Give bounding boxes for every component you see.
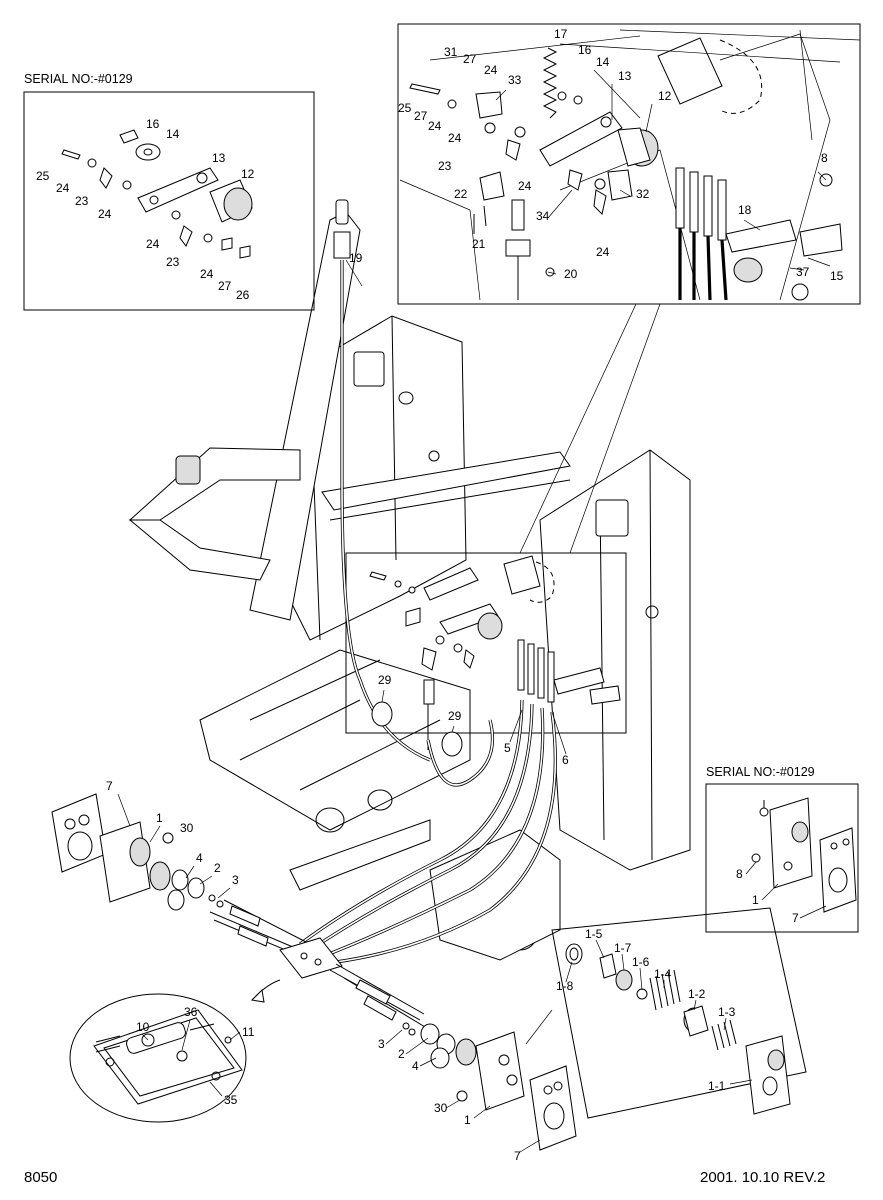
svg-text:27: 27 (463, 52, 477, 66)
svg-text:10: 10 (136, 1020, 150, 1034)
svg-text:17: 17 (554, 27, 568, 41)
svg-text:24: 24 (448, 131, 462, 145)
svg-text:12: 12 (658, 89, 672, 103)
svg-text:3: 3 (232, 873, 239, 887)
svg-text:8: 8 (736, 867, 743, 881)
middle-detail-box (345, 552, 627, 750)
serial-label-right: SERIAL NO:-#0129 (706, 765, 815, 779)
svg-text:4: 4 (412, 1059, 419, 1073)
top-inset-parts (61, 129, 253, 259)
linkage-callouts: 19 19 29 29 5 6 7 1 30 4 2 3 3 2 4 30 1 … (106, 251, 569, 1163)
svg-text:24: 24 (518, 179, 532, 193)
svg-text:36: 36 (184, 1005, 198, 1019)
svg-text:8: 8 (821, 151, 828, 165)
revision-date: 2001. 10.10 REV.2 (700, 1169, 825, 1186)
svg-text:1-8: 1-8 (556, 979, 574, 993)
svg-text:27: 27 (414, 109, 428, 123)
svg-text:1-6: 1-6 (632, 955, 650, 969)
control-linkage (51, 793, 577, 1151)
detail-leader-lines (519, 303, 661, 554)
svg-text:1: 1 (752, 893, 759, 907)
svg-text:26: 26 (236, 288, 250, 302)
svg-text:18: 18 (738, 203, 752, 217)
svg-text:1-2: 1-2 (688, 987, 706, 1001)
svg-text:4: 4 (196, 851, 203, 865)
svg-text:15: 15 (830, 269, 844, 283)
pivot-plate-inset: 10 36 11 35 (69, 979, 281, 1123)
svg-text:7: 7 (106, 779, 113, 793)
serial-inset-top-left: SERIAL NO:-#0129 25 24 23 24 16 (23, 72, 315, 311)
svg-text:25: 25 (36, 169, 50, 183)
page-number: 8050 (24, 1169, 57, 1186)
svg-text:30: 30 (434, 1101, 448, 1115)
housing-exploded-inset: 1-5 1-7 1-6 1-4 1-2 1-3 1-8 1-1 (525, 907, 807, 1119)
svg-text:13: 13 (212, 151, 226, 165)
upper-detail-box (397, 23, 861, 305)
svg-text:30: 30 (180, 821, 194, 835)
svg-text:33: 33 (508, 73, 522, 87)
svg-text:24: 24 (98, 207, 112, 221)
svg-text:16: 16 (578, 43, 592, 57)
svg-text:5: 5 (504, 741, 511, 755)
svg-text:23: 23 (166, 255, 180, 269)
svg-text:1-1: 1-1 (708, 1079, 726, 1093)
svg-text:24: 24 (596, 245, 610, 259)
control-cables (299, 199, 557, 964)
svg-text:13: 13 (618, 69, 632, 83)
svg-text:24: 24 (146, 237, 160, 251)
svg-text:1-3: 1-3 (718, 1005, 736, 1019)
svg-text:14: 14 (166, 127, 180, 141)
svg-text:1-4: 1-4 (654, 967, 672, 981)
svg-text:14: 14 (596, 55, 610, 69)
svg-text:6: 6 (562, 753, 569, 767)
svg-text:24: 24 (56, 181, 70, 195)
svg-text:12: 12 (241, 167, 255, 181)
detail-cable-heads (675, 167, 728, 301)
top-inset-callouts: 25 24 23 24 16 14 13 12 24 23 24 27 26 (36, 117, 255, 302)
svg-text:7: 7 (792, 911, 799, 925)
svg-text:23: 23 (438, 159, 452, 173)
svg-text:35: 35 (224, 1093, 238, 1107)
svg-text:19: 19 (349, 251, 363, 265)
svg-text:1-7: 1-7 (614, 941, 632, 955)
svg-text:25: 25 (398, 101, 412, 115)
svg-text:2: 2 (214, 861, 221, 875)
svg-text:11: 11 (242, 1025, 255, 1039)
svg-text:23: 23 (75, 194, 89, 208)
svg-text:37: 37 (796, 265, 810, 279)
svg-text:29: 29 (448, 709, 462, 723)
svg-text:1-5: 1-5 (585, 927, 603, 941)
svg-text:1: 1 (156, 811, 163, 825)
svg-text:34: 34 (536, 209, 550, 223)
svg-text:29: 29 (378, 673, 392, 687)
main-frame-assembly (128, 211, 691, 961)
svg-text:3: 3 (378, 1037, 385, 1051)
svg-text:24: 24 (428, 119, 442, 133)
svg-text:1: 1 (464, 1113, 471, 1127)
svg-text:20: 20 (564, 267, 578, 281)
svg-text:16: 16 (146, 117, 160, 131)
svg-text:21: 21 (472, 237, 486, 251)
svg-text:7: 7 (514, 1149, 521, 1163)
svg-text:27: 27 (218, 279, 232, 293)
svg-text:24: 24 (484, 63, 498, 77)
svg-text:32: 32 (636, 187, 650, 201)
svg-text:22: 22 (454, 187, 468, 201)
svg-text:24: 24 (200, 267, 214, 281)
upper-detail-callouts: 31 27 24 17 16 14 13 12 33 25 27 24 24 2… (398, 27, 844, 283)
serial-inset-right: SERIAL NO:-#0129 8 1 7 (705, 765, 859, 933)
svg-text:2: 2 (398, 1047, 405, 1061)
serial-label-top: SERIAL NO:-#0129 (24, 72, 133, 86)
svg-text:31: 31 (444, 45, 458, 59)
